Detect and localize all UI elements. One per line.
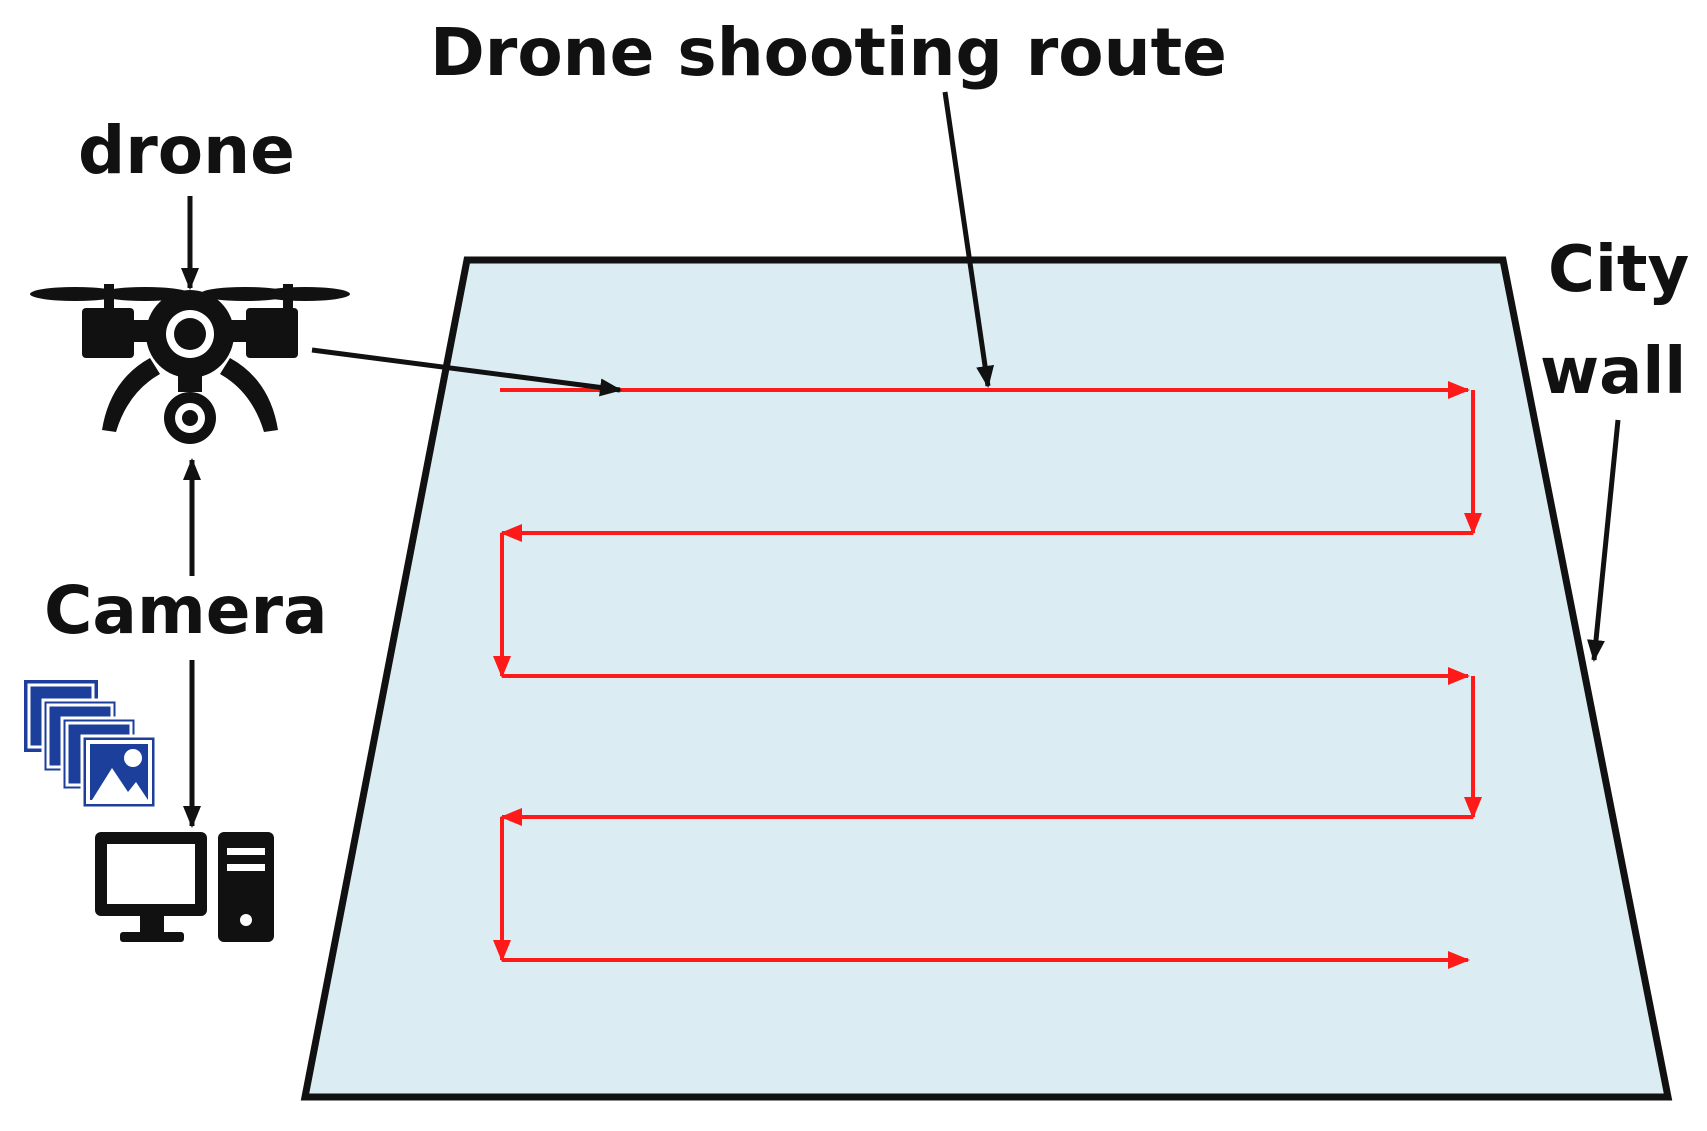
wall-pointer-arrow — [1587, 419, 1621, 662]
image-stack-icon — [24, 680, 158, 810]
drone-icon — [30, 284, 350, 444]
drone-route — [493, 381, 1482, 969]
title-pointer-arrow — [942, 91, 995, 388]
camera-label: Camera — [44, 572, 328, 649]
city-wall-label-city: City — [1548, 233, 1690, 307]
pointer-arrows — [181, 91, 1621, 828]
drone-to-route-arrow — [311, 347, 622, 397]
city-wall-area — [300, 256, 1673, 1101]
route-title-label: Drone shooting route — [430, 14, 1227, 91]
drone-label: drone — [78, 112, 295, 189]
computer-icon — [95, 832, 274, 942]
city-wall-label-wall: wall — [1540, 335, 1687, 409]
